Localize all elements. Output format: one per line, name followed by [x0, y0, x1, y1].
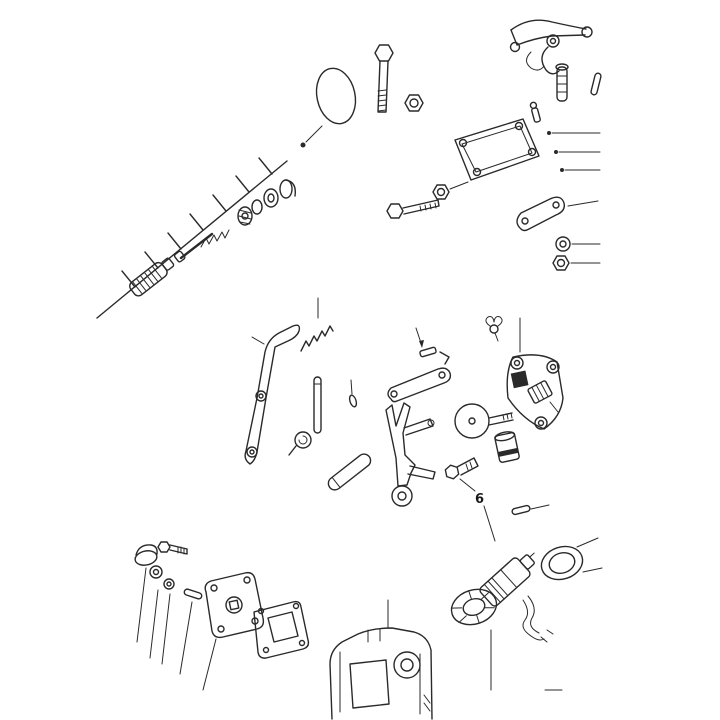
- side-cover-assembly: [134, 541, 310, 691]
- arrowhead: [419, 340, 424, 348]
- washer-small-1: [149, 565, 163, 579]
- shutoff-solenoid-assembly: [450, 537, 603, 691]
- cap-plug: [279, 179, 293, 199]
- clevis-pin: [511, 504, 550, 516]
- washer-a-hole: [241, 212, 249, 220]
- adjusting-screw: [129, 257, 175, 297]
- weight-cup: [527, 380, 553, 404]
- hex-nut-right: [552, 255, 601, 271]
- part6-leader: [483, 505, 496, 542]
- boot-ring: [540, 545, 584, 581]
- cap-bolt: [157, 541, 188, 555]
- valve-seat: [263, 188, 279, 208]
- callout-dot: [300, 142, 306, 148]
- solenoid-body: [479, 552, 535, 607]
- flange-bolt-top: [374, 44, 394, 113]
- pivot-pin-small: [590, 72, 602, 96]
- washer-a: [237, 206, 253, 226]
- callout-leaders-top-right: [547, 131, 601, 172]
- needle-valve-adjuster-assembly: [96, 157, 296, 319]
- set-screw: [415, 327, 450, 365]
- needle: [179, 232, 214, 260]
- bushing-spacer: [494, 431, 520, 463]
- part-number-label: 6: [475, 492, 484, 507]
- leader-comb: [96, 157, 288, 319]
- support-strap: [516, 196, 599, 232]
- hex-nut-side: [432, 181, 469, 200]
- pump-cover-plate: [454, 101, 541, 181]
- needle-head: [173, 250, 186, 263]
- leader-fan: [136, 567, 217, 691]
- callout-leaders-bottom-right: [576, 537, 603, 573]
- governor-arm-lever: [509, 19, 593, 102]
- cover-gasket: [253, 600, 310, 659]
- side-cover-plate: [204, 571, 265, 639]
- governor-weight-assembly: [506, 317, 564, 430]
- connecting-rod-pin: [327, 453, 372, 491]
- coil-clip: [288, 431, 312, 456]
- ring-nut: [450, 588, 498, 626]
- washer-b: [251, 199, 263, 215]
- flyweight: [510, 370, 529, 389]
- plain-washer-right: [555, 236, 601, 252]
- control-crank-lever: [244, 324, 301, 465]
- wing-bolt: [485, 316, 503, 342]
- mounting-bolt-side: [386, 199, 440, 219]
- washer-small-2: [163, 578, 175, 590]
- link-bar: [387, 367, 452, 403]
- wires: [522, 595, 545, 641]
- roll-pin: [183, 588, 203, 600]
- hex-nut-top: [404, 94, 424, 112]
- dome-cap: [134, 544, 158, 566]
- link-pin: [313, 376, 322, 434]
- governor-spring: [300, 297, 334, 352]
- stud-bolt: [529, 101, 541, 123]
- engine-block-section: [329, 599, 433, 720]
- o-ring-gasket: [300, 67, 357, 148]
- retainer-clip: [348, 379, 358, 408]
- fork-lever-assembly: [385, 402, 436, 507]
- governor-sliding-disc: [454, 403, 514, 439]
- small-spring: [200, 229, 230, 248]
- hex-bolt-part6: [444, 457, 479, 492]
